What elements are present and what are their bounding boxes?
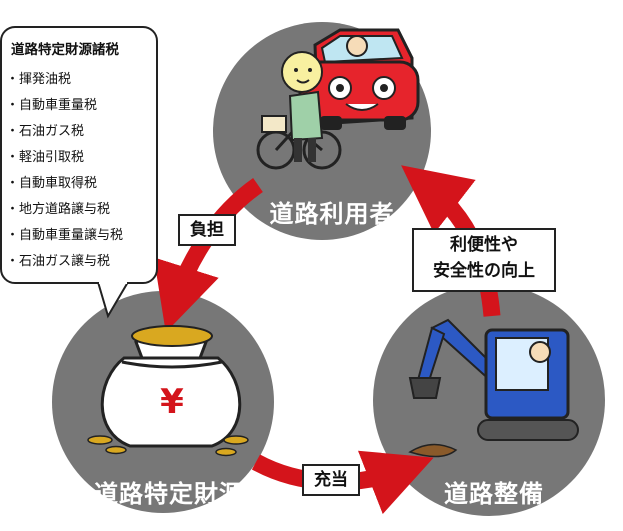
road-user-label: 道路利用者 [269,200,395,228]
cyclist-illustration [256,51,342,170]
tax-list-item: ・自動車重量譲与税 [6,228,124,243]
yen-symbol: ¥ [160,382,184,422]
improvement-tag: 利便性や 安全性の向上 [412,228,556,292]
tax-list-item: ・軽油引取税 [6,150,85,165]
allocation-tag: 充当 [302,464,360,496]
tax-list-item: ・石油ガス税 [6,124,85,139]
road-maintenance-label: 道路整備 [444,480,544,508]
car-illustration [298,28,420,130]
tax-list-item: ・地方道路譲与税 [6,202,111,217]
tax-list-item: ・石油ガス譲与税 [6,254,111,269]
speech-bubble-tail-mask [99,280,127,284]
money-bag-illustration [87,325,249,457]
road-revenue-label: 道路特定財源 [94,480,244,508]
tax-list-title: 道路特定財源諸税 [11,42,119,58]
tax-list-item: ・揮発油税 [6,72,72,87]
tax-list-item: ・自動車取得税 [6,176,98,191]
excavator-illustration [408,318,579,458]
burden-tag: 負担 [178,214,236,246]
tax-list: ・揮発油税 ・自動車重量税 ・石油ガス税 ・軽油引取税 ・自動車取得税 ・地方道… [6,67,123,275]
improvement-line-2: 安全性の向上 [433,261,535,281]
tax-list-bubble: 道路特定財源諸税 ・揮発油税 ・自動車重量税 ・石油ガス税 ・軽油引取税 ・自動… [0,26,158,284]
tax-list-item: ・自動車重量税 [6,98,98,113]
improvement-line-1: 利便性や [450,235,518,255]
speech-bubble [0,26,158,284]
